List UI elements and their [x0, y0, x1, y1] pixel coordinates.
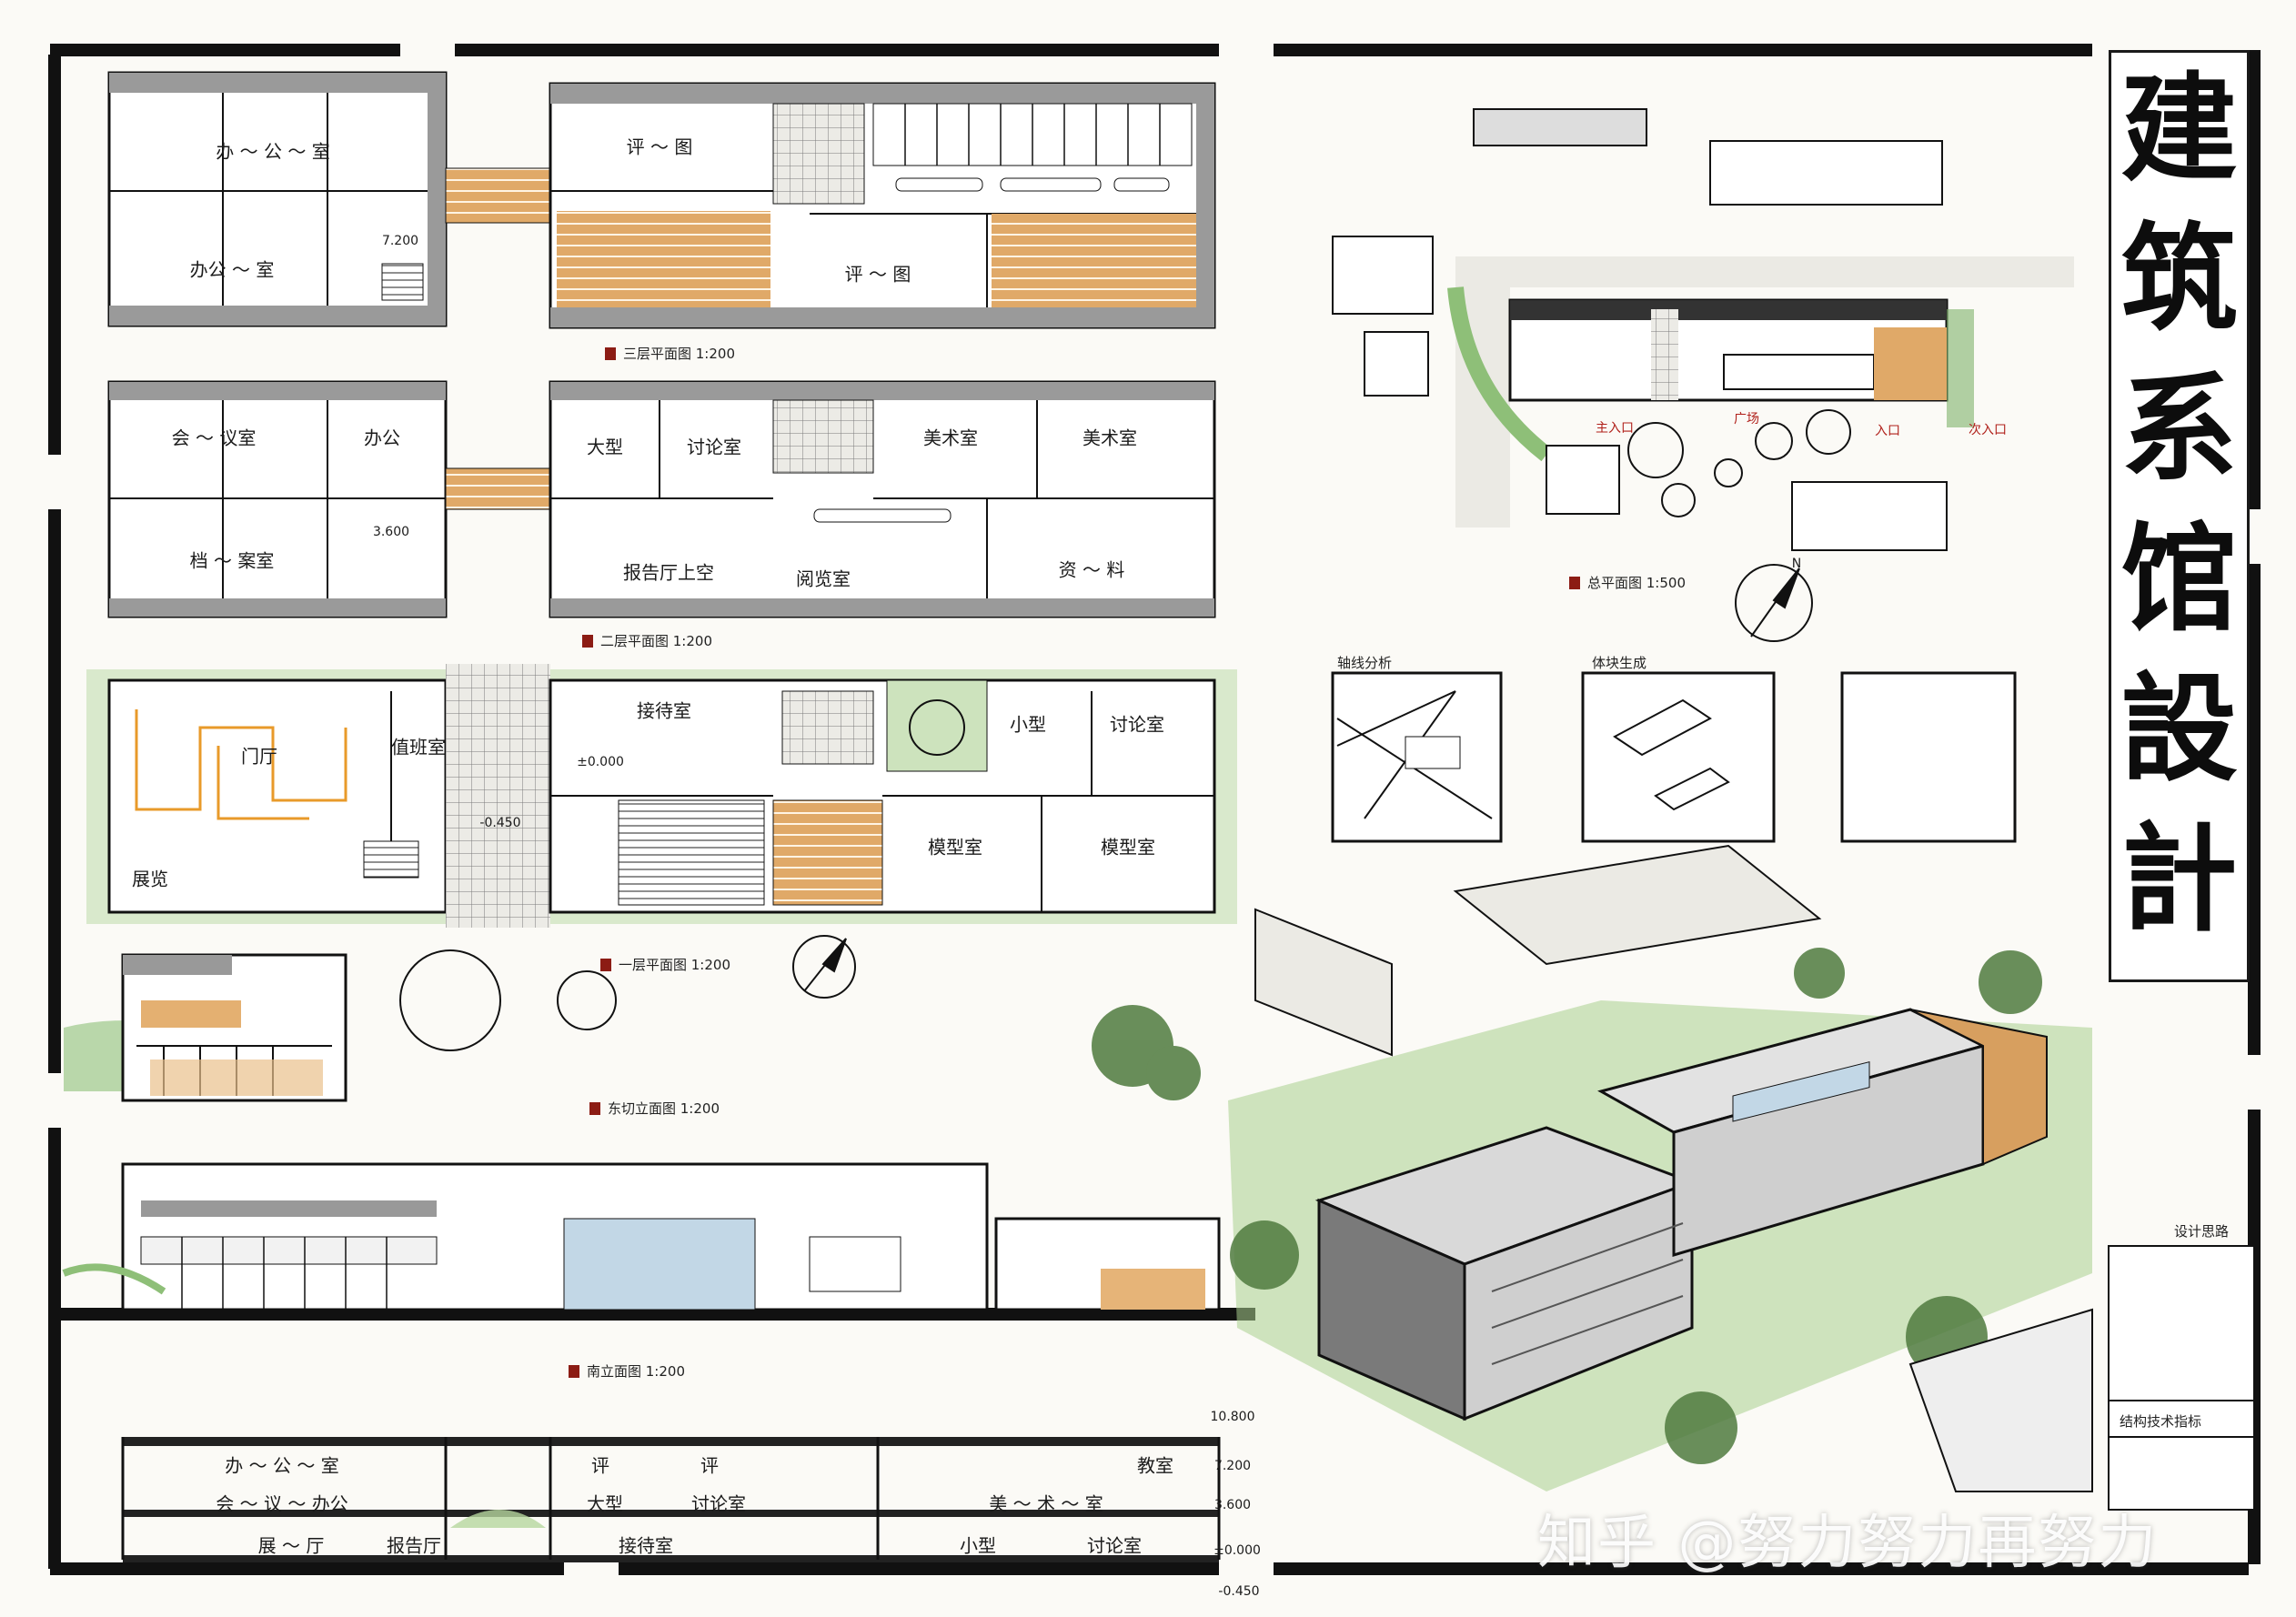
- label-concept-volume: 体块生成: [1592, 655, 1647, 671]
- perspective-render: [1092, 844, 2093, 1492]
- room-f1-exhibit: 展览: [132, 868, 168, 890]
- section-exhibit: 展 ～ 厅: [257, 1534, 325, 1557]
- title-char-6: 計: [2120, 811, 2238, 948]
- watermark: 知乎 @努力努力再努力: [1537, 1510, 2159, 1577]
- section-meeting: 会 ～ 议 ～ 办公: [216, 1492, 348, 1515]
- north-arrow-plan: [792, 935, 856, 999]
- site-main-entrance: 主入口: [1596, 421, 1634, 436]
- building-section: [121, 1437, 1221, 1562]
- room-f2-archive: 档 ～ 案室: [189, 549, 275, 572]
- room-f3-review-a: 评 ～ 图: [626, 136, 693, 158]
- section-class: 教室: [1137, 1454, 1173, 1477]
- room-f2-discussion: 讨论室: [687, 436, 741, 458]
- label-south-elevation: 南立面图 1:200: [569, 1361, 685, 1381]
- section-discussion: 讨论室: [691, 1492, 746, 1515]
- room-f1-model-b: 模型室: [1101, 836, 1155, 859]
- title-block-tech-index: 结构技术指标: [2120, 1413, 2202, 1430]
- room-f2-meeting: 会 ～ 议室: [171, 427, 257, 449]
- level-f3: 7.200: [381, 234, 419, 248]
- section-office: 办 ～ 公 ～ 室: [225, 1454, 339, 1477]
- east-elevation: [64, 949, 617, 1102]
- section-auditorium: 报告厅: [387, 1534, 441, 1557]
- section-discussion-2: 讨论室: [1087, 1534, 1142, 1557]
- label-east-elevation: 东切立面图 1:200: [589, 1099, 720, 1118]
- site-north-label: N: [1791, 557, 1802, 571]
- south-elevation: [62, 1162, 1221, 1311]
- label-third-floor: 三层平面图 1:200: [605, 344, 735, 363]
- room-f1-duty: 值班室: [391, 736, 446, 758]
- title-char-5: 設: [2120, 661, 2238, 798]
- level-f1-a: ±0.000: [577, 755, 624, 769]
- concept-diagrams: [1331, 671, 2017, 843]
- room-f2-art-a: 美术室: [923, 427, 978, 449]
- section-art: 美 ～ 术 ～ 室: [989, 1492, 1103, 1515]
- section-level-3: 3.600: [1213, 1498, 1252, 1512]
- section-review-b: 评: [700, 1454, 719, 1477]
- room-f1-reception: 接待室: [637, 699, 691, 722]
- room-f3-review-b: 评 ～ 图: [844, 263, 911, 286]
- room-f2-reading: 阅览室: [796, 567, 851, 590]
- room-f2-large: 大型: [587, 436, 623, 458]
- room-f2-auditorium-void: 报告厅上空: [623, 561, 714, 584]
- section-level-2: 7.200: [1213, 1459, 1252, 1473]
- room-f1-small: 小型: [1010, 713, 1046, 736]
- first-floor-plan: [86, 664, 1237, 928]
- room-f2-resources: 资 ～ 料: [1058, 558, 1125, 581]
- second-floor-plan: [107, 380, 1216, 618]
- section-review-a: 评: [591, 1454, 609, 1477]
- room-f1-model-a: 模型室: [928, 836, 982, 859]
- room-f1-lobby: 门厅: [241, 745, 277, 768]
- level-f1-b: -0.450: [479, 816, 521, 830]
- label-site-plan: 总平面图 1:500: [1569, 573, 1686, 592]
- title-block-frame: [2108, 1245, 2255, 1511]
- section-level-5: -0.450: [1218, 1584, 1260, 1599]
- title-char-4: 馆: [2120, 511, 2238, 648]
- section-large: 大型: [587, 1492, 623, 1515]
- label-second-floor: 二层平面图 1:200: [582, 631, 712, 650]
- room-f3-office-b: 办公 ～ 室: [189, 258, 275, 281]
- section-small: 小型: [960, 1534, 996, 1557]
- section-level-4: ±0.000: [1213, 1543, 1261, 1558]
- title-char-2: 筑: [2120, 211, 2238, 347]
- room-f1-discussion: 讨论室: [1110, 713, 1164, 736]
- room-f3-office-a: 办 ～ 公 ～ 室: [216, 140, 330, 163]
- room-f2-office: 办公: [364, 427, 400, 449]
- title-column: 建 筑 系 馆 設 計: [2109, 50, 2250, 982]
- title-char-1: 建: [2120, 61, 2238, 197]
- room-f2-art-b: 美术室: [1083, 427, 1137, 449]
- third-floor-plan: [107, 71, 1216, 329]
- site-entrance: 入口: [1875, 424, 1900, 438]
- label-concept-axis: 轴线分析: [1337, 655, 1393, 671]
- north-arrow-site: [1735, 564, 1813, 642]
- section-level-1: 10.800: [1210, 1410, 1255, 1424]
- section-reception: 接待室: [619, 1534, 673, 1557]
- title-char-3: 系: [2120, 361, 2238, 497]
- site-square: 广场: [1734, 412, 1759, 427]
- site-secondary-entrance: 次入口: [1969, 423, 2007, 437]
- title-block-design-notes: 设计思路: [2174, 1223, 2230, 1240]
- site-plan: [1332, 108, 2074, 551]
- level-f2: 3.600: [372, 525, 410, 539]
- label-first-floor: 一层平面图 1:200: [600, 955, 730, 974]
